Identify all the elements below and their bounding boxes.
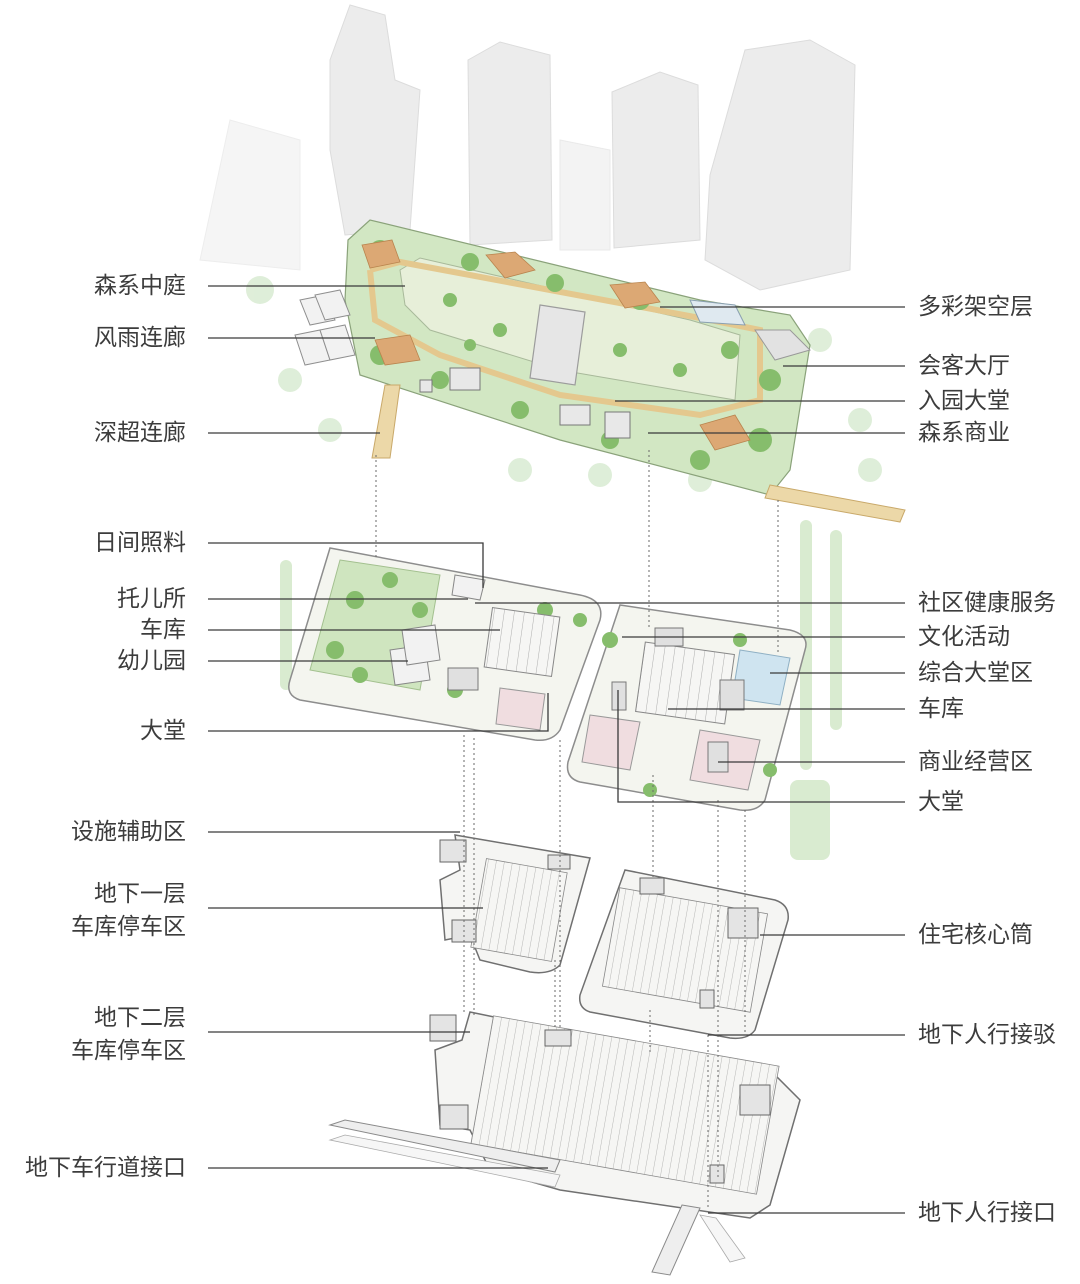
label-colorful-stilt-floor: 多彩架空层 bbox=[918, 294, 1033, 320]
label-garage-right: 车库 bbox=[918, 696, 964, 722]
label-cultural-activity: 文化活动 bbox=[918, 624, 1010, 650]
label-community-health: 社区健康服务 bbox=[918, 590, 1056, 616]
label-day-care: 日间照料 bbox=[94, 530, 186, 556]
label-b1-line2: 车库停车区 bbox=[71, 914, 186, 940]
label-forest-commerce: 森系商业 bbox=[918, 420, 1010, 446]
label-covered-corridor: 风雨连廊 bbox=[94, 325, 186, 351]
leader-lines-left bbox=[208, 285, 549, 1169]
leader-lines-right bbox=[475, 306, 905, 1214]
label-main-lobby-area: 综合大堂区 bbox=[918, 660, 1033, 686]
label-nursery: 托儿所 bbox=[117, 586, 186, 612]
label-reception-hall: 会客大厅 bbox=[918, 353, 1010, 379]
label-commercial-area: 商业经营区 bbox=[918, 749, 1033, 775]
label-entrance-lobby: 入园大堂 bbox=[918, 388, 1010, 414]
label-pedestrian-connection: 地下人行接驳 bbox=[918, 1022, 1056, 1048]
basement-2-parking bbox=[328, 1011, 801, 1276]
label-b1-line1: 地下一层 bbox=[94, 881, 186, 907]
label-lobby-right: 大堂 bbox=[918, 789, 964, 815]
projection-lines bbox=[375, 450, 779, 1210]
label-kindergarten: 幼儿园 bbox=[117, 648, 186, 674]
label-pedestrian-interface: 地下人行接口 bbox=[918, 1200, 1056, 1226]
label-garage-left: 车库 bbox=[140, 617, 186, 643]
label-residential-core: 住宅核心筒 bbox=[918, 922, 1033, 948]
label-shenchao-corridor: 深超连廊 bbox=[94, 420, 186, 446]
label-b2-parking: 地下二层 车库停车区 bbox=[71, 1002, 186, 1068]
podium-roof-garden bbox=[246, 219, 906, 523]
label-forest-courtyard: 森系中庭 bbox=[94, 273, 186, 299]
ground-floor-plan bbox=[280, 520, 842, 860]
label-b2-line1: 地下二层 bbox=[94, 1005, 186, 1031]
residential-towers bbox=[199, 4, 856, 291]
label-lobby-left: 大堂 bbox=[140, 718, 186, 744]
label-facility-support: 设施辅助区 bbox=[71, 819, 186, 845]
label-b1-parking: 地下一层 车库停车区 bbox=[71, 878, 186, 944]
label-vehicle-road-interface: 地下车行道接口 bbox=[25, 1155, 186, 1181]
basement-1-parking bbox=[439, 834, 789, 1040]
label-b2-line2: 车库停车区 bbox=[71, 1038, 186, 1064]
